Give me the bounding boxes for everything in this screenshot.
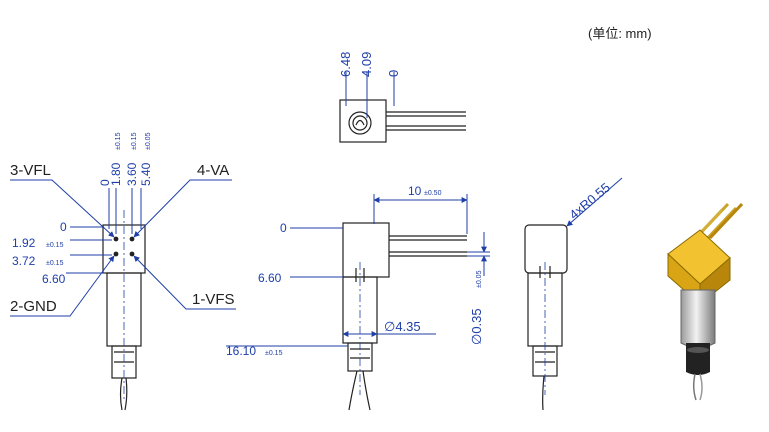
cylinder-diameter-label: ∅4.35 [384,319,421,334]
radius-leader [566,177,623,227]
radius-label: 4xR0.55 [566,180,613,223]
render-pin [702,206,738,244]
side-dim-0: 0 [280,221,287,235]
front-top-tol-3: ±0.05 [145,132,152,150]
product-render [667,202,744,401]
render-fiber [699,373,703,401]
top-view-lens-mark [355,119,365,126]
front-left-dim-3-72: 3.72 [12,254,36,268]
pin-length-label: 10 [408,184,422,198]
pin-label-1-vfs: 1-VFS [192,291,235,308]
front-left-dim-1-92: 1.92 [12,236,36,250]
front-left-tol-1: ±0.15 [46,242,64,249]
pin-diameter-label: ∅0.35 [469,308,484,345]
front-left-dim-6-60: 6.60 [42,272,66,286]
front-top-dim-5-40: 5.40 [139,162,153,186]
pin-4-va [129,236,135,242]
render-cylinder [680,289,716,348]
side-dim-16-10-tol: ±0.15 [265,350,283,357]
top-view-body [339,99,387,143]
render-fiber [692,373,697,401]
side-view: 10 ±0.50 0 6.60 16.10 ±0.15 ∅4.35 ∅0.35 … [226,184,490,411]
back-view-body [524,224,568,274]
side-dim-6-60: 6.60 [258,271,282,285]
front-top-dim-1-80: 1.80 [109,162,123,186]
front-left-dim-0: 0 [60,220,67,234]
top-dim-6-48: 6.48 [338,52,353,77]
side-dim-16-10: 16.10 [226,344,256,358]
front-top-tol-1: ±0.15 [115,132,122,150]
side-view-fiber [362,370,371,411]
top-view-lens-outer [348,111,372,135]
pin-label-4-va: 4-VA [197,162,229,179]
pin-2-gnd [113,251,119,257]
top-view: 6.48 4.09 0 [338,52,466,143]
render-pin [708,202,744,240]
top-dim-0: 0 [386,70,401,77]
front-top-dim-3-60: 3.60 [125,162,139,186]
pin-diameter-tol: ±0.05 [476,270,483,288]
back-view: 4xR0.55 [524,177,623,411]
leader-2-gnd [10,255,115,317]
leader-3-vfl [10,179,115,238]
pin-length-tol: ±0.50 [424,190,442,197]
front-left-tol-2: ±0.15 [46,260,64,267]
top-view-lens-inner [352,115,368,131]
front-top-dim-0: 0 [98,179,112,186]
leader-1-vfs [133,255,236,310]
unit-label: (单位: mm) [588,26,652,41]
pin-label-3-vfl: 3-VFL [10,162,51,179]
front-view-fiber [124,377,128,411]
pin-label-2-gnd: 2-GND [10,298,57,315]
front-view: 0 1.80 ±0.15 3.60 ±0.15 5.40 ±0.05 0 1.9… [10,132,236,411]
leader-4-va [133,179,232,238]
top-dim-4-09: 4.09 [359,52,374,77]
pin-3-vfl [113,236,119,242]
side-view-fiber [348,370,358,411]
back-view-fiber [542,375,545,411]
front-top-tol-2: ±0.15 [131,132,138,150]
front-view-fiber [119,377,123,411]
pin-1-vfs [129,251,135,257]
side-view-body [342,222,390,278]
